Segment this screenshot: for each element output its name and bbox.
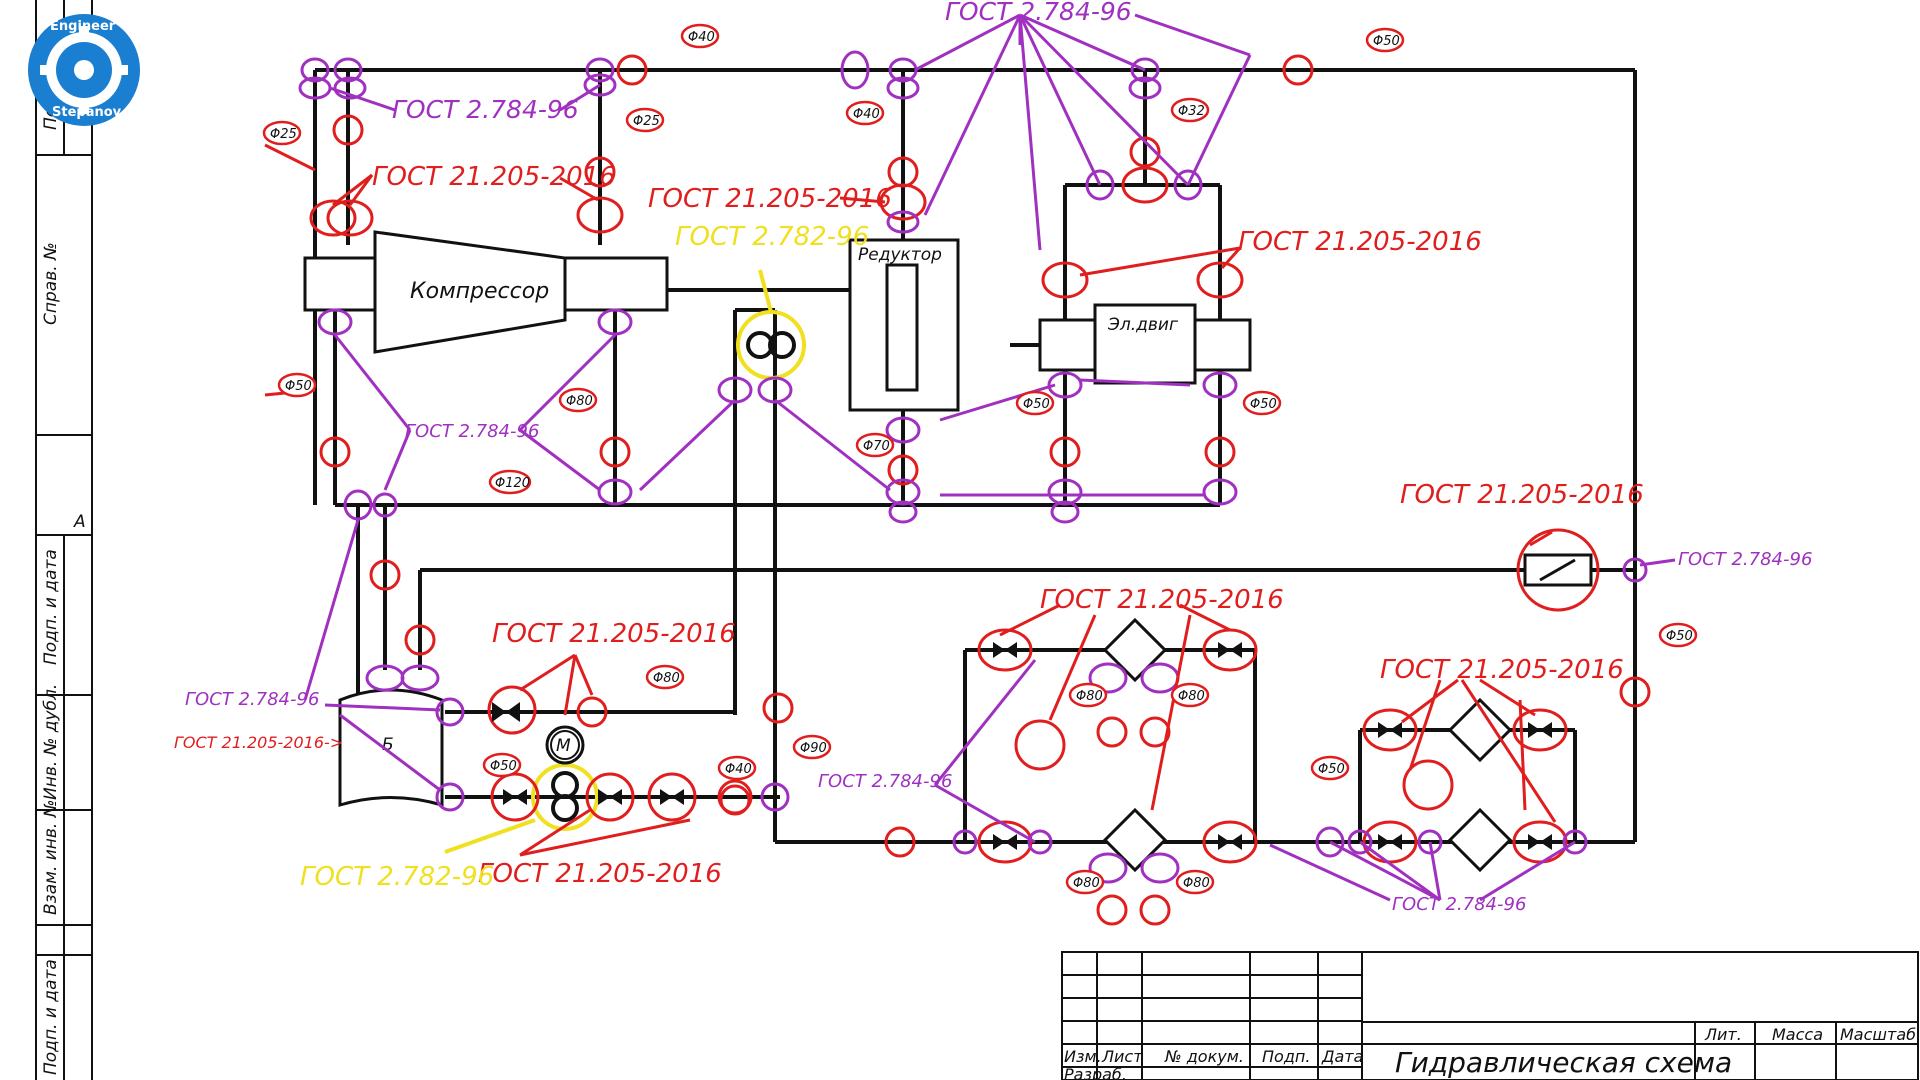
compressor-label: Компрессор (410, 279, 549, 304)
title-col-data: Дата (1321, 1047, 1363, 1066)
gost-2784-label-tank: ГОСТ 2.784-96 (185, 689, 319, 710)
diameter-40-top: Φ40 (688, 30, 715, 45)
diameter-40-reducer: Φ40 (853, 107, 880, 122)
gost-2784-label-bottom-right: ГОСТ 2.784-96 (1392, 894, 1526, 915)
red-elements (309, 54, 1651, 926)
compressor (303, 230, 669, 354)
gost-2784-label-mid: ГОСТ 2.784-96 (405, 421, 539, 442)
diameter-50-right: Φ50 (1666, 629, 1693, 644)
gost-21205-label-exchanger: ГОСТ 21.205-2016 (1400, 480, 1644, 510)
diameter-80-bottom-a: Φ80 (1073, 876, 1100, 891)
diameter-50-motor-left: Φ50 (1023, 397, 1050, 412)
title-col-list: Лист (1101, 1047, 1143, 1066)
diameter-25-left: Φ25 (270, 127, 297, 142)
gost-21205-label-bottom: ГОСТ 21.205-2016 (478, 859, 722, 889)
gost-21205-label-reducer: ГОСТ 21.205-2016 (648, 184, 892, 214)
title-lit: Лит. (1704, 1025, 1742, 1044)
diameter-80-pump: Φ80 (653, 671, 680, 686)
gost-21205-label-pump: ГОСТ 21.205-2016 (492, 619, 736, 649)
diameter-ovals (262, 23, 1698, 895)
reducer (848, 238, 960, 412)
gost-21205-label-tank-arrow: ГОСТ 21.205-2016-> (174, 733, 343, 752)
flange-markers (298, 50, 1648, 884)
pump-lower (531, 763, 599, 831)
drawing-title: Гидравлическая схема (1395, 1046, 1732, 1079)
side-label-inv-dubl: Инв. № дубл. (41, 684, 61, 800)
title-block (1061, 951, 1919, 1080)
tank-label: Б (382, 735, 394, 755)
gost-21205-label-filters-left: ГОСТ 21.205-2016 (1040, 585, 1284, 615)
diameter-80-bottom-b: Φ80 (1183, 876, 1210, 891)
diameter-80-filter-a: Φ80 (1076, 689, 1103, 704)
engineer-logo: Engineer Stepanov (28, 14, 140, 126)
diameter-50-left: Φ50 (285, 379, 312, 394)
logo-top-text: Engineer (50, 19, 116, 34)
side-label-podp-data-2: Подп. и дата (41, 959, 61, 1075)
pump-motor (545, 725, 585, 765)
diameter-40-bottom: Φ40 (725, 762, 752, 777)
tank (338, 688, 444, 808)
diameter-80-mid: Φ80 (566, 394, 593, 409)
side-label-letter: А (73, 512, 86, 532)
title-massa: Масса (1772, 1025, 1823, 1044)
diameter-32: Φ32 (1178, 104, 1205, 119)
gost-2784-label-top: ГОСТ 2.784-96 (945, 0, 1132, 26)
title-col-doc: № докум. (1164, 1047, 1244, 1066)
title-row-razrab: Разраб. (1064, 1065, 1127, 1080)
title-col-izm: Изм. (1064, 1047, 1102, 1066)
gost-21205-label-filters-right: ГОСТ 21.205-2016 (1380, 655, 1624, 685)
leader-lines-yellow (444, 269, 773, 854)
diameter-70: Φ70 (863, 439, 890, 454)
diameter-120: Φ120 (495, 476, 530, 491)
pump-motor-label: M (556, 736, 571, 756)
diameter-25-right: Φ25 (633, 114, 660, 129)
gost-2784-label-compressor: ГОСТ 2.784-96 (392, 95, 579, 124)
gost-21205-label-motor: ГОСТ 21.205-2016 (1238, 227, 1482, 257)
side-label-vzam-inv: Взам. инв. № (41, 800, 61, 915)
diameter-50-tank: Φ50 (490, 759, 517, 774)
gost-2782-label-bottom: ГОСТ 2.782-96 (300, 862, 494, 892)
electric-motor (1038, 303, 1252, 385)
valve-glyphs (492, 642, 1552, 850)
heat-exchanger (1516, 528, 1600, 612)
gost-21205-label-compressor: ГОСТ 21.205-2016 (372, 162, 616, 192)
motor-label: Эл.двиг (1107, 315, 1178, 335)
reducer-label: Редуктор (858, 245, 942, 265)
gost-2784-label-lower: ГОСТ 2.784-96 (818, 771, 952, 792)
diameter-90: Φ90 (800, 741, 827, 756)
diameter-50-motor-right: Φ50 (1250, 397, 1277, 412)
drawing-frame (35, 0, 93, 1080)
diameter-50-bottom-right: Φ50 (1318, 762, 1345, 777)
title-col-podp: Подп. (1262, 1047, 1310, 1066)
diameter-50-top: Φ50 (1373, 34, 1400, 49)
title-masshtab: Масштаб (1840, 1025, 1916, 1044)
leader-lines-red (264, 143, 1557, 857)
pump-upper (736, 310, 806, 380)
logo-bottom-text: Stepanov (52, 105, 122, 120)
gost-2784-label-right: ГОСТ 2.784-96 (1678, 549, 1812, 570)
side-label-podp-data-1: Подп. и дата (41, 549, 61, 665)
side-label-sprav: Справ. № (41, 242, 61, 325)
diameter-80-filter-b: Φ80 (1178, 689, 1205, 704)
gost-2782-label-top: ГОСТ 2.782-96 (675, 222, 869, 252)
